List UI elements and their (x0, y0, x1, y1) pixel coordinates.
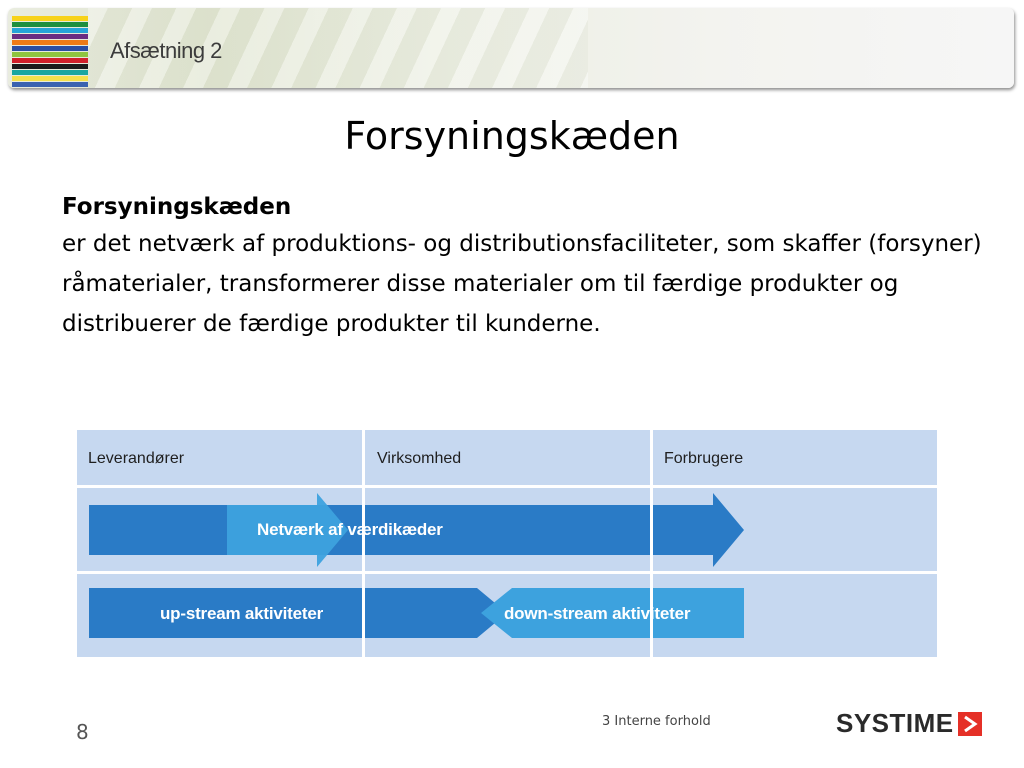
row-divider (77, 571, 937, 574)
color-stripe (12, 52, 88, 57)
color-stripe (12, 82, 88, 87)
color-stripe (12, 76, 88, 81)
color-stripe (12, 46, 88, 51)
diagram-arrows (89, 493, 744, 638)
color-stripe (12, 58, 88, 63)
downstream-arrow (481, 588, 744, 638)
color-stripe (12, 34, 88, 39)
slide-title: Forsyningskæden (344, 114, 680, 158)
page-number: 8 (76, 720, 89, 744)
definition-term: Forsyningskæden (62, 194, 292, 220)
network-arrow-highlight (227, 493, 348, 567)
column-divider (362, 430, 365, 657)
color-stripe (12, 70, 88, 75)
systime-logo: SYSTIME (836, 708, 982, 739)
network-label: Netværk af værdikæder (257, 520, 443, 539)
arrow-right-icon (957, 711, 982, 736)
downstream-label: down-stream aktiviteter (504, 604, 691, 623)
banner-title: Afsætning 2 (110, 38, 222, 63)
footer-chapter: 3 Interne forhold (602, 714, 711, 729)
color-stripes-logo (12, 16, 88, 87)
header-banner: Afsætning 2 (8, 8, 1014, 88)
color-stripe (12, 40, 88, 45)
row-divider (77, 485, 937, 488)
color-stripe (12, 28, 88, 33)
color-stripe (12, 22, 88, 27)
upstream-arrow (89, 588, 507, 638)
column-label-company: Virksomhed (377, 450, 462, 467)
column-label-suppliers: Leverandører (88, 450, 185, 467)
color-stripe (12, 16, 88, 21)
upstream-label: up-stream aktiviteter (160, 604, 324, 623)
definition-text: er det netværk af produktions- og distri… (62, 231, 982, 337)
supply-chain-diagram: Leverandører Virksomhed Forbrugere Netvæ… (77, 430, 937, 657)
column-divider (650, 430, 653, 657)
definition-block: Forsyningskæden er det netværk af produk… (62, 190, 982, 344)
column-label-consumers: Forbrugere (664, 450, 744, 467)
logo-text: SYSTIME (836, 708, 954, 738)
color-stripe (12, 64, 88, 69)
